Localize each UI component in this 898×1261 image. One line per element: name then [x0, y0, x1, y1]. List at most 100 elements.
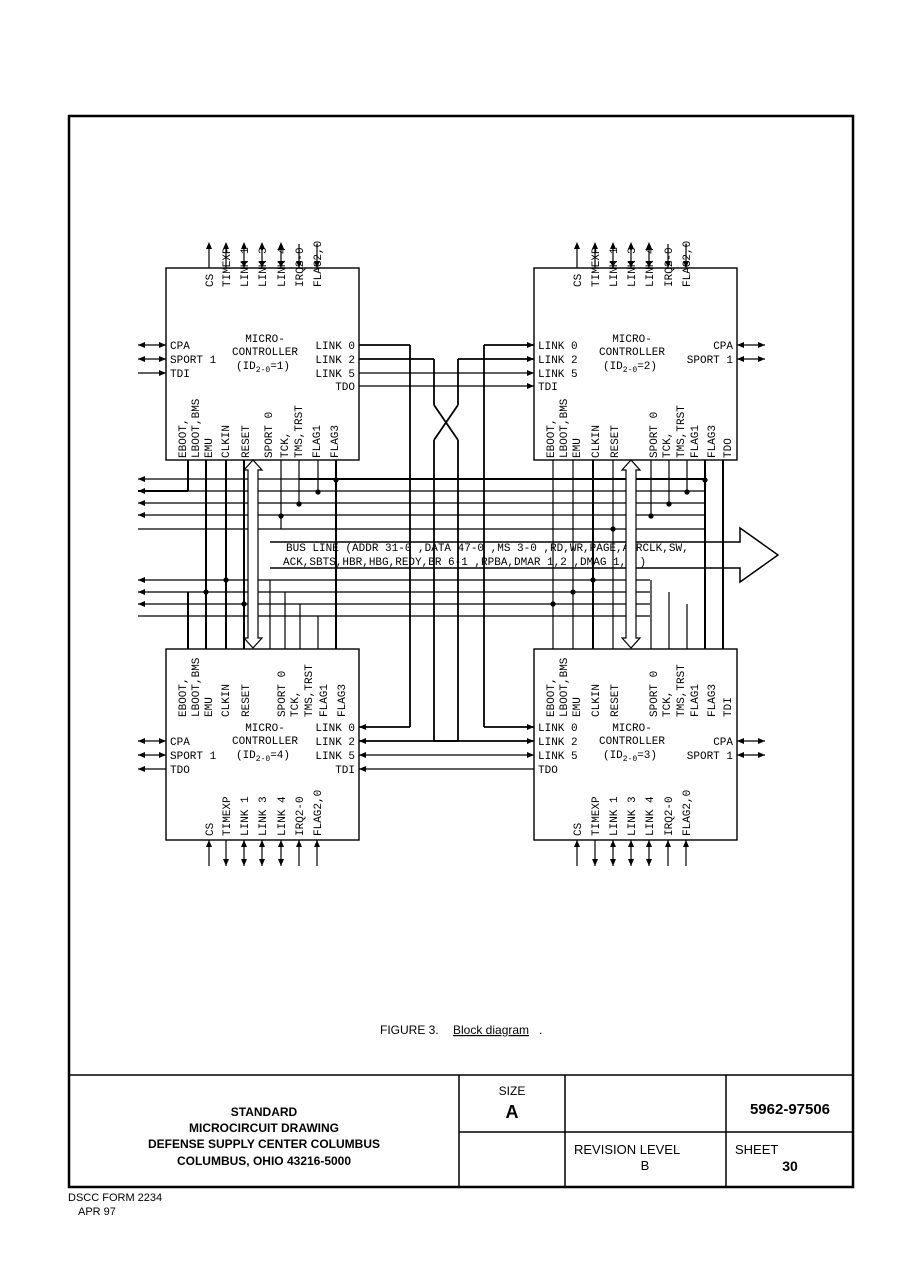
arrow-up-icon	[206, 840, 212, 847]
junction-dot	[610, 526, 616, 532]
bottom-pin-label: TMS,TRST	[294, 405, 306, 458]
left-pin-label: LINK 0	[538, 341, 578, 353]
right-pin-label: LINK 0	[315, 341, 355, 353]
bus-line-label-1: BUS LINE (ADDR 31-0 ,DATA 47-0 ,MS 3-0 ,…	[286, 543, 689, 555]
top-pin-label: IRQ2-0	[664, 247, 676, 287]
sheet-value: 30	[782, 1158, 798, 1174]
left-pin-label: LINK 0	[538, 723, 578, 735]
top-pin-label: CLKIN	[221, 684, 233, 717]
bus-connector-right	[620, 459, 642, 649]
bottom-pin-label: LINK 3	[627, 796, 639, 836]
figure-number: FIGURE 3.	[380, 1023, 439, 1037]
figure-period: .	[539, 1023, 542, 1037]
top-pin-label: EBOOT,	[546, 677, 558, 717]
right-pin-label: SPORT 1	[687, 751, 734, 763]
top-pin-label: SPORT 0	[649, 671, 661, 717]
junction-dot	[223, 577, 229, 583]
bottom-pin-label: TCK,	[662, 432, 674, 458]
arrow-right-icon	[758, 752, 765, 758]
left-pin-label: CPA	[170, 341, 190, 353]
bottom-pin-label: LINK 1	[609, 796, 621, 836]
junction-dot	[296, 501, 302, 507]
arrow-down-icon	[241, 261, 247, 268]
left-pin-label: TDI	[170, 369, 190, 381]
bottom-pin-label: LINK 4	[645, 796, 657, 836]
top-pin-label: FLAG3	[337, 684, 349, 717]
sheet-border	[67, 114, 855, 1189]
arrow-up-icon	[278, 242, 284, 249]
bottom-pin-label: LINK 4	[277, 796, 289, 836]
revision-value: B	[641, 1158, 650, 1173]
bottom-pin-label: RESET	[610, 425, 622, 458]
controller-box-2	[533, 267, 738, 461]
arrow-left-icon	[737, 356, 744, 362]
top-pin-label: LINK 1	[609, 247, 621, 287]
arrow-down-icon	[628, 261, 634, 268]
bottom-pin-label: LINK 1	[240, 796, 252, 836]
arrow-down-icon	[665, 261, 671, 268]
arrow-up-icon	[610, 840, 616, 847]
top-pin-label: FLAG2,0	[313, 241, 325, 287]
right-pin-label: LINK 0	[315, 723, 355, 735]
top-pin-label: RESET	[610, 684, 622, 717]
bottom-pin-label: IRQ2-0	[295, 796, 307, 836]
top-pin-label: TIMEXP	[591, 247, 603, 287]
arrow-up-icon	[241, 840, 247, 847]
top-pin-label: CS	[573, 273, 585, 287]
bottom-pin-label: FLAG2,0	[313, 790, 325, 836]
right-pin-label: TDO	[335, 382, 355, 394]
bottom-pin-label: FLAG3	[330, 425, 342, 458]
top-pin-label: LBOOT,BMS	[559, 657, 571, 717]
bottom-pin-label: LBOOT,BMS	[559, 398, 571, 458]
top-pin-label: EMU	[204, 697, 216, 717]
top-pin-label: LBOOT,BMS	[191, 657, 203, 717]
arrow-left-icon	[138, 766, 145, 772]
controller-id: (ID2-0=1)	[236, 361, 290, 375]
bottom-pin-label: FLAG1	[312, 425, 324, 458]
top-pin-label: LINK 4	[277, 247, 289, 287]
org-microcircuit-drawing: MICROCIRCUIT DRAWING	[189, 1121, 339, 1135]
bottom-pin-label: FLAG2,0	[682, 790, 694, 836]
top-pin-label: FLAG2,0	[682, 241, 694, 287]
bottom-pin-label: CS	[205, 822, 217, 836]
bottom-pin-label: CLKIN	[221, 425, 233, 458]
right-pin-label: LINK 5	[315, 369, 355, 381]
arrow-down-icon	[259, 261, 265, 268]
left-pin-label: SPORT 1	[170, 751, 217, 763]
bus-connector-left	[242, 459, 264, 649]
right-pin-label: LINK 2	[315, 737, 355, 749]
bottom-pin-label: FLAG1	[690, 425, 702, 458]
arrow-right-icon	[159, 356, 166, 362]
org-standard: STANDARD	[231, 1105, 298, 1119]
arrow-up-icon	[574, 840, 580, 847]
top-pin-label: TCK,	[662, 691, 674, 717]
arrow-left-icon	[138, 601, 145, 607]
arrow-down-icon	[610, 859, 616, 866]
org-columbus: COLUMBUS, OHIO 43216-5000	[177, 1154, 351, 1168]
arrow-up-icon	[223, 242, 229, 249]
arrow-down-icon	[592, 859, 598, 866]
left-pin-label: SPORT 1	[170, 355, 217, 367]
bottom-pin-label: IRQ2-0	[664, 796, 676, 836]
right-pin-label: LINK 2	[315, 355, 355, 367]
junction-dot	[648, 513, 654, 519]
junction-dot	[333, 477, 339, 483]
arrow-right-icon	[159, 370, 166, 376]
arrow-left-icon	[737, 752, 744, 758]
junction-dot	[315, 489, 321, 495]
arrow-up-icon	[314, 840, 320, 847]
top-pin-label: TDI	[723, 697, 735, 717]
top-pin-label: LINK 4	[645, 247, 657, 287]
arrow-up-icon	[206, 242, 212, 249]
top-pin-label: IRQ2-0	[295, 247, 307, 287]
arrow-left-icon	[138, 356, 145, 362]
arrow-right-icon	[758, 342, 765, 348]
title-block	[69, 1074, 853, 1187]
junction-dot	[666, 501, 672, 507]
arrow-down-icon	[223, 859, 229, 866]
bottom-pin-label: LBOOT,BMS	[191, 398, 203, 458]
org-defense-supply: DEFENSE SUPPLY CENTER COLUMBUS	[148, 1137, 380, 1151]
junction-dot	[550, 601, 556, 607]
arrow-left-icon	[138, 500, 145, 506]
arrow-down-icon	[278, 859, 284, 866]
